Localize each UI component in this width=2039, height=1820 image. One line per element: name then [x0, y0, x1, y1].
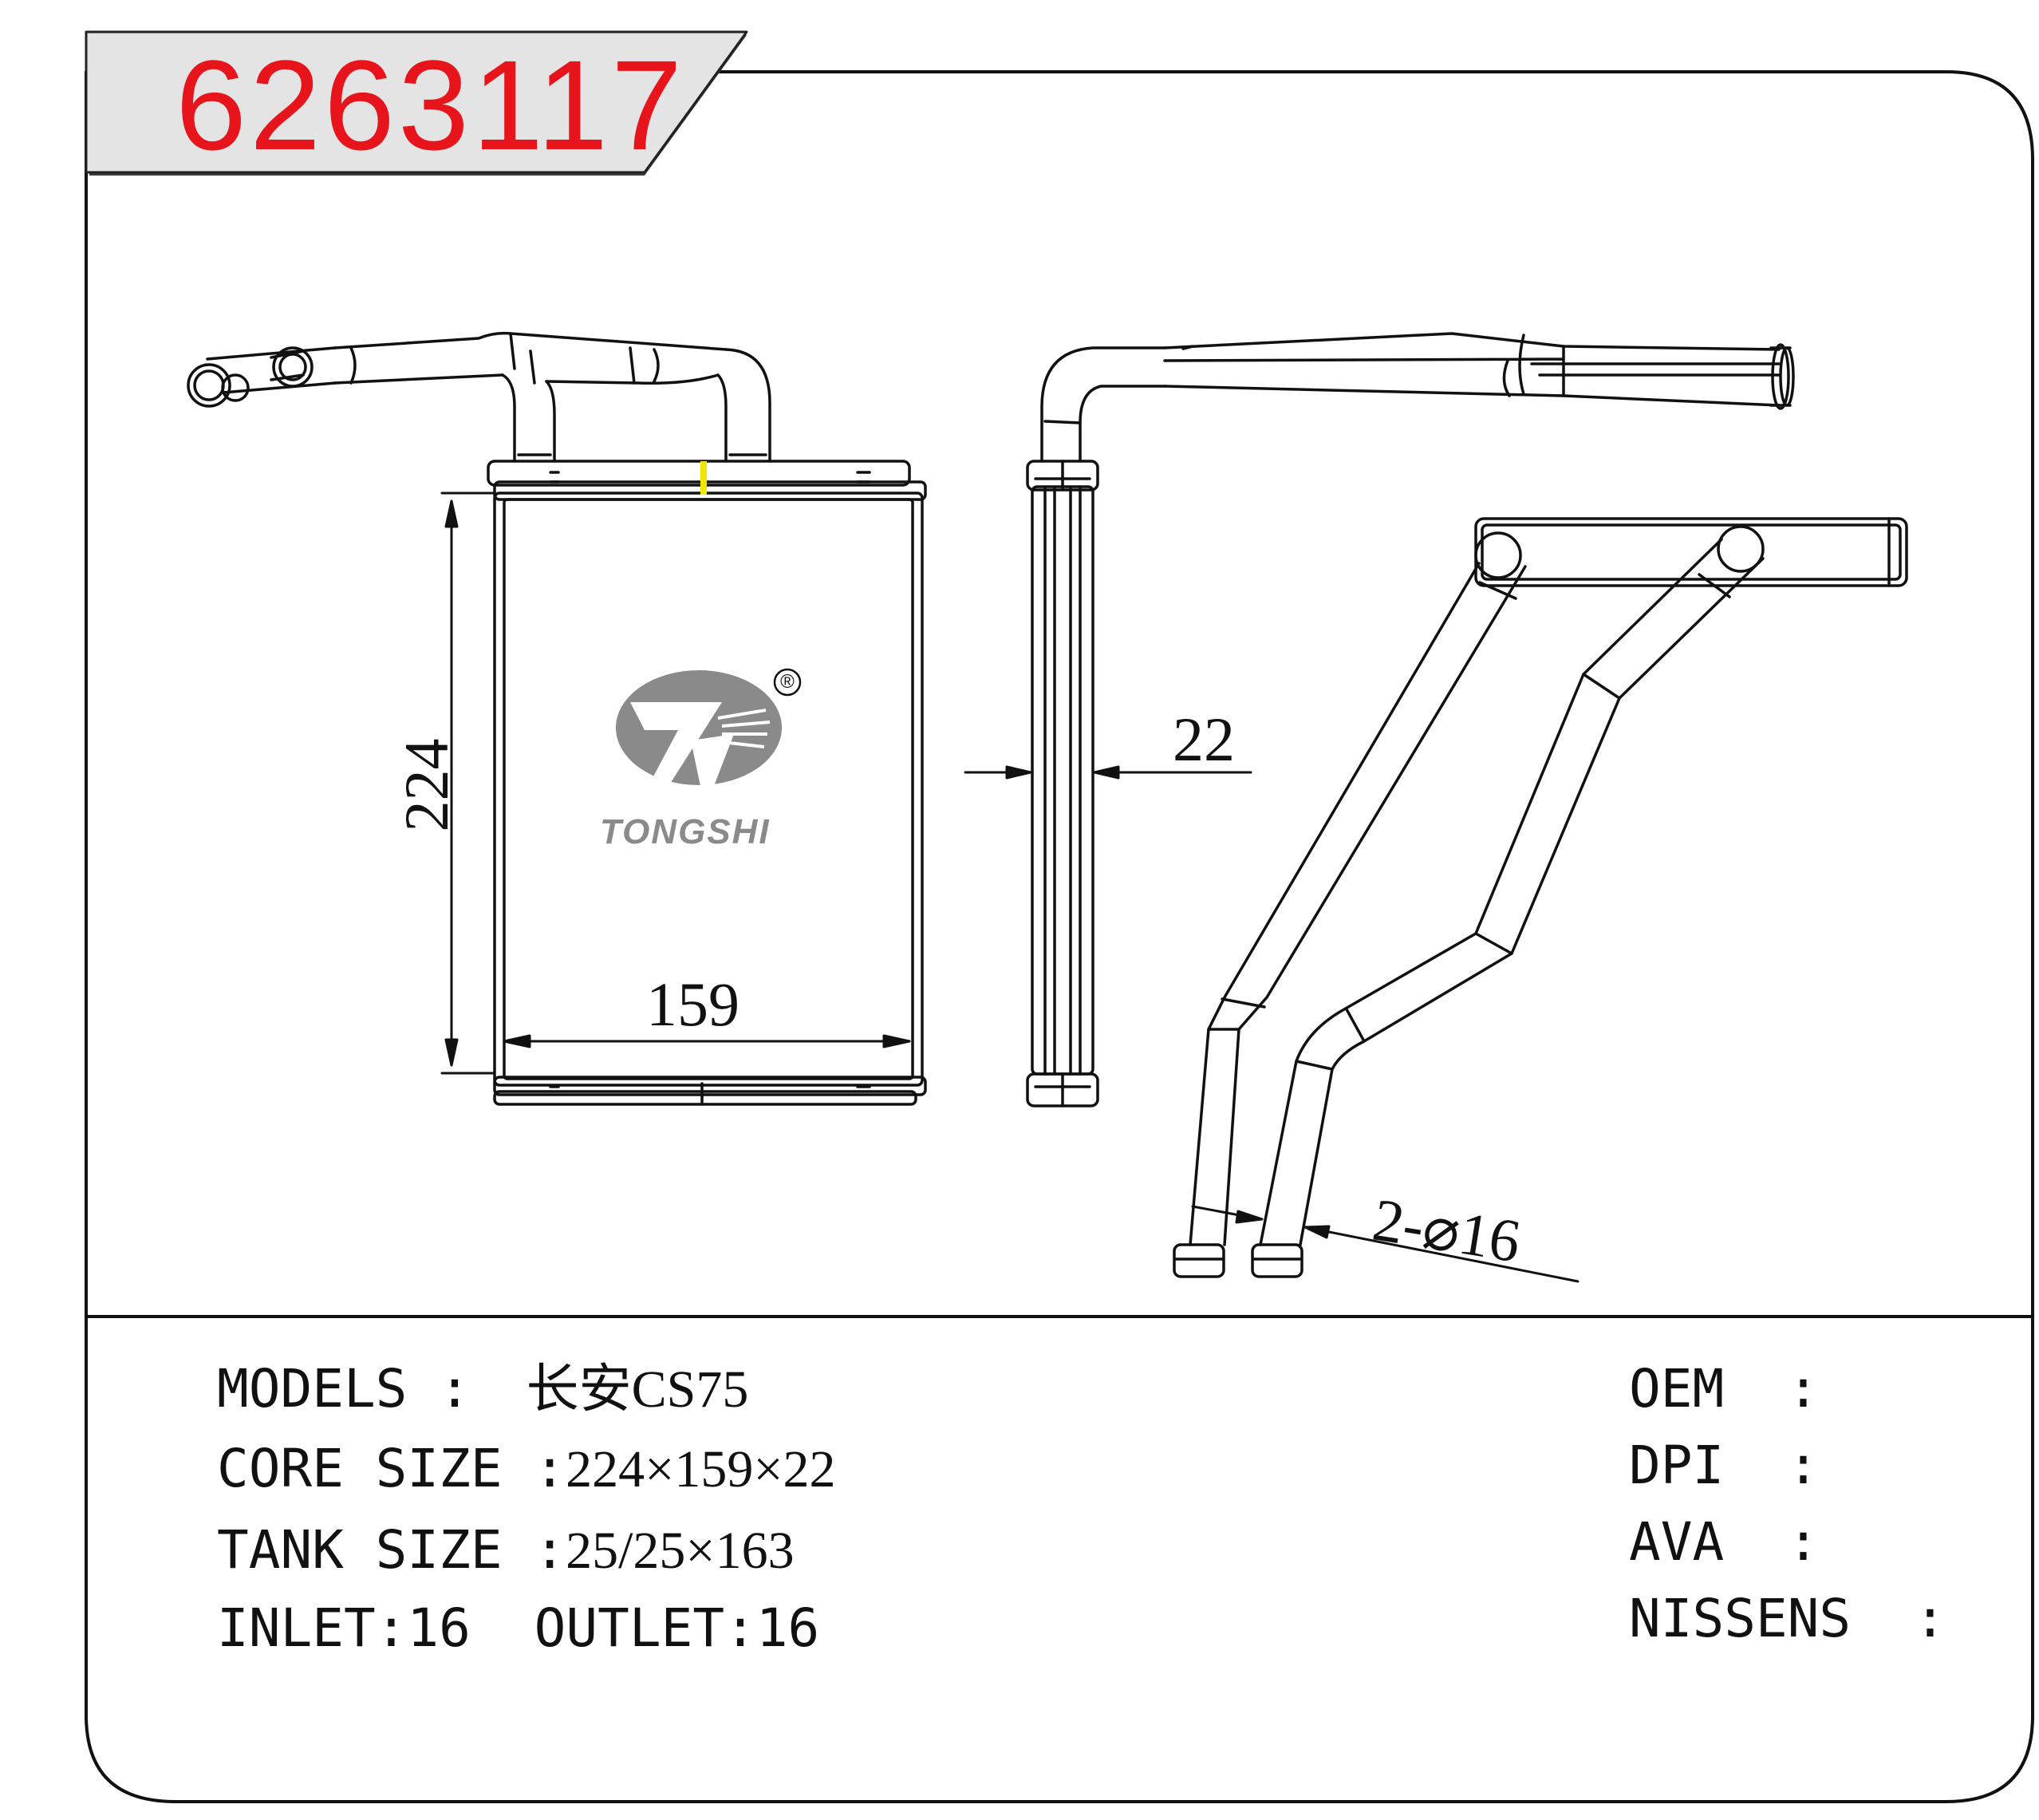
- spec-inlet-label: INLET:: [217, 1597, 408, 1659]
- spec-core-size-value: 224×159×22: [566, 1440, 836, 1498]
- dim-depth: [964, 765, 1252, 780]
- ref-nissens: NISSENS :: [1629, 1588, 1946, 1649]
- spec-models-value: 长安CS75: [526, 1360, 749, 1419]
- spec-outlet-value: 16: [755, 1597, 820, 1659]
- spec-core-size: CORE SIZE :224×159×22: [217, 1443, 836, 1496]
- ref-ava: AVA :: [1629, 1511, 1820, 1573]
- alignment-marker: [700, 461, 707, 495]
- spec-tank-size-value: 25/25×163: [566, 1522, 795, 1580]
- spec-tank-size: TANK SIZE :25/25×163: [217, 1524, 795, 1577]
- pipe-view: [1173, 517, 1908, 1278]
- dim-height-label: 224: [392, 738, 461, 832]
- ref-dpi: DPI :: [1629, 1435, 1820, 1496]
- spec-models: MODELS : 长安CS75: [217, 1363, 748, 1416]
- dim-pipe: [1191, 1205, 1580, 1283]
- outer-frame: [85, 70, 2034, 1803]
- spec-models-label: MODELS :: [217, 1358, 471, 1419]
- part-banner: [85, 30, 748, 174]
- spec-outlet-label: OUTLET:: [534, 1597, 756, 1659]
- spec-core-size-label: CORE SIZE :: [217, 1438, 566, 1499]
- spec-tank-size-label: TANK SIZE :: [217, 1519, 566, 1581]
- registered-mark-ring: [773, 668, 802, 697]
- ref-oem: OEM :: [1629, 1358, 1820, 1419]
- dim-width-label: 159: [646, 969, 739, 1039]
- part-number: 6263117: [176, 34, 686, 176]
- tongshi-logo: [616, 668, 802, 790]
- spec-inlet-outlet: INLET:16 OUTLET:16: [217, 1602, 819, 1655]
- brand-name: TONGSHI: [600, 812, 771, 851]
- dim-height: [440, 492, 496, 1075]
- front-view: [187, 331, 927, 1106]
- side-view: [1026, 332, 1795, 1107]
- dim-width: [503, 1034, 911, 1048]
- dim-depth-label: 22: [1173, 705, 1235, 774]
- spec-inlet-value: 16: [407, 1597, 471, 1659]
- registered-mark: ®: [780, 671, 795, 693]
